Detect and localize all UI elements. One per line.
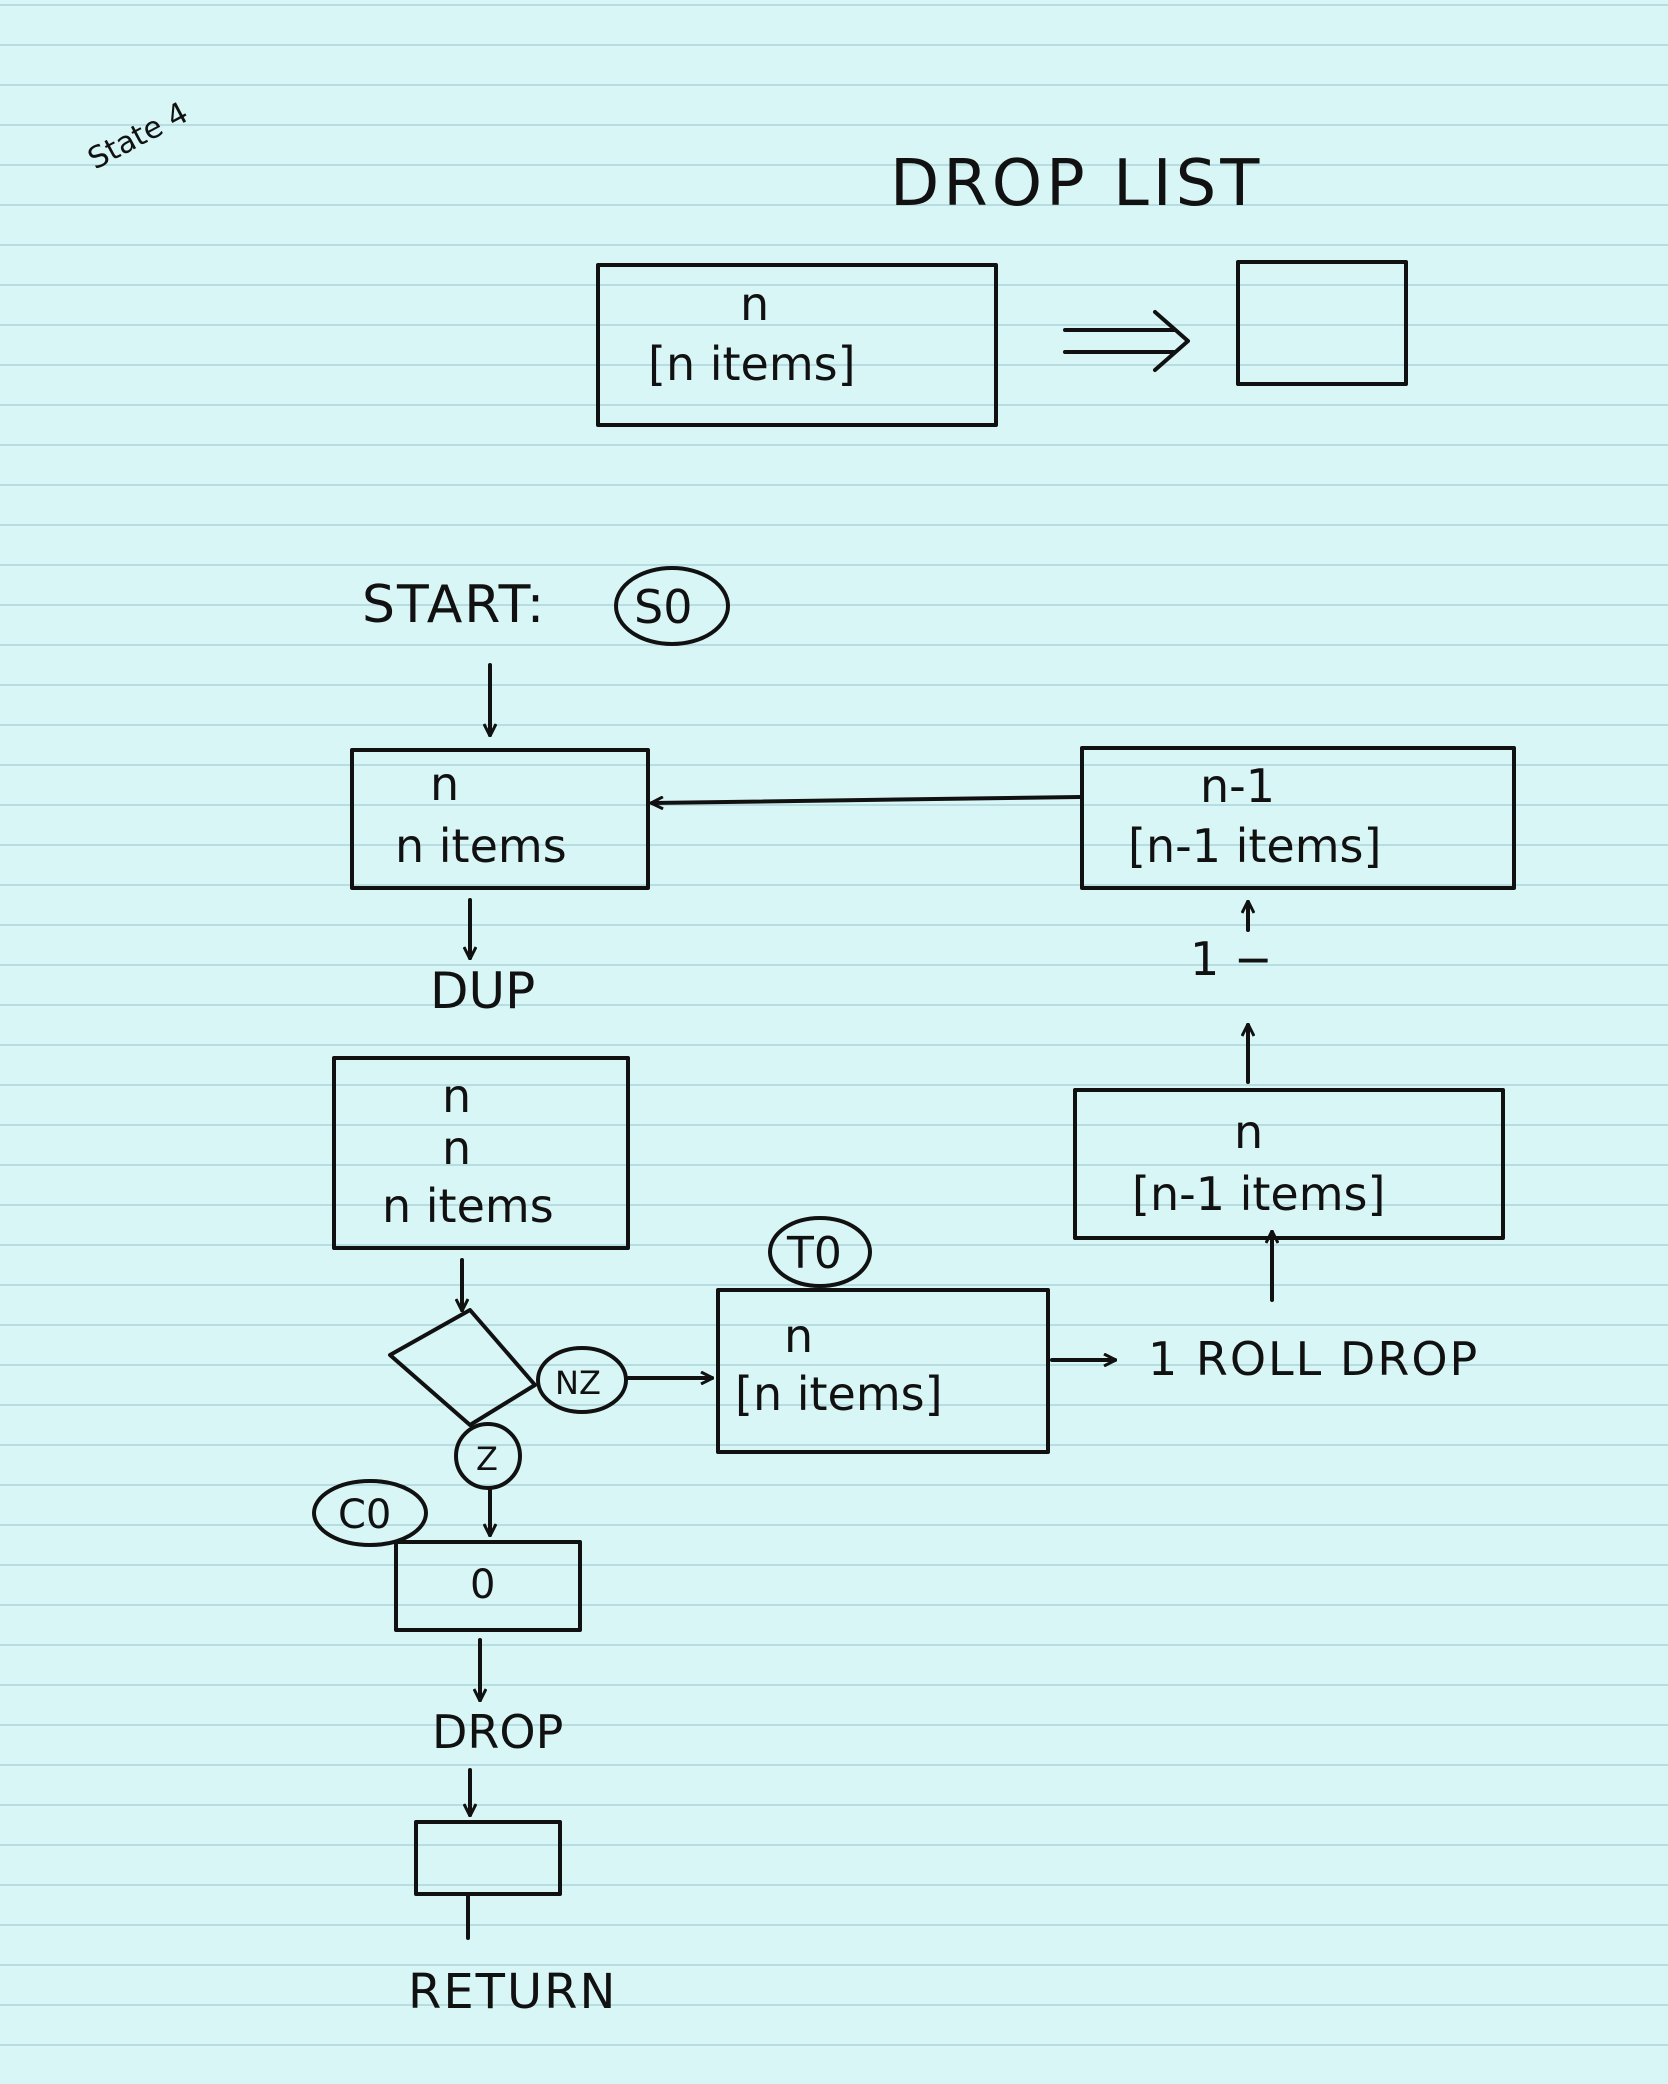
box-n-nminus1-line1: n bbox=[1234, 1105, 1263, 1159]
implies-arrow-icon bbox=[1063, 310, 1190, 372]
example-before-box bbox=[596, 263, 998, 427]
corner-note: State 4 bbox=[82, 95, 194, 177]
box-empty-result bbox=[414, 1820, 562, 1896]
box-n-items-line1: n bbox=[430, 757, 459, 811]
box-n-n-items bbox=[332, 1056, 630, 1250]
box-t0-line2: [n items] bbox=[735, 1367, 943, 1421]
box-zero-label: 0 bbox=[470, 1562, 495, 1608]
example-before-line2: [n items] bbox=[648, 337, 856, 391]
state-t0-label: T0 bbox=[786, 1228, 842, 1279]
state-t0-oval bbox=[768, 1216, 872, 1288]
box-n-items-line2: n items bbox=[395, 819, 567, 873]
op-one-minus: 1 − bbox=[1190, 932, 1272, 986]
branch-nz-oval bbox=[536, 1346, 628, 1414]
branch-nz-label: NZ bbox=[555, 1364, 601, 1402]
box-n-nminus1-items bbox=[1073, 1088, 1505, 1240]
op-drop: DROP bbox=[432, 1705, 563, 1759]
arrow-loop-back-to-box1 bbox=[652, 795, 1082, 803]
op-roll-drop: 1 ROLL DROP bbox=[1148, 1332, 1479, 1386]
example-after-empty-box bbox=[1236, 260, 1408, 386]
diagram-title: DROP LIST bbox=[890, 147, 1263, 221]
box-n-nminus1-line2: [n-1 items] bbox=[1132, 1167, 1385, 1221]
box-nminus1-line2: [n-1 items] bbox=[1128, 819, 1381, 873]
state-c0-label: C0 bbox=[338, 1492, 391, 1538]
box-n-n-items-line2: n bbox=[442, 1121, 471, 1175]
box-t0-n-items bbox=[716, 1288, 1050, 1454]
start-label: START: bbox=[362, 575, 546, 635]
branch-z-label: Z bbox=[476, 1440, 498, 1478]
decision-diamond bbox=[388, 1308, 537, 1427]
box-n-n-items-line1: n bbox=[442, 1069, 471, 1123]
branch-z-oval bbox=[454, 1422, 522, 1490]
box-nminus1-line1: n-1 bbox=[1200, 759, 1275, 813]
box-t0-line1: n bbox=[784, 1309, 813, 1363]
box-n-items bbox=[350, 748, 650, 890]
start-state-oval bbox=[614, 566, 730, 646]
box-nminus1-items bbox=[1080, 746, 1516, 890]
return-label: RETURN bbox=[408, 1964, 617, 2020]
start-state-label: S0 bbox=[634, 580, 692, 634]
state-c0-oval bbox=[312, 1479, 428, 1547]
example-before-line1: n bbox=[740, 277, 769, 331]
box-n-n-items-line3: n items bbox=[382, 1179, 554, 1233]
box-zero bbox=[394, 1540, 582, 1632]
op-dup: DUP bbox=[430, 962, 535, 1020]
